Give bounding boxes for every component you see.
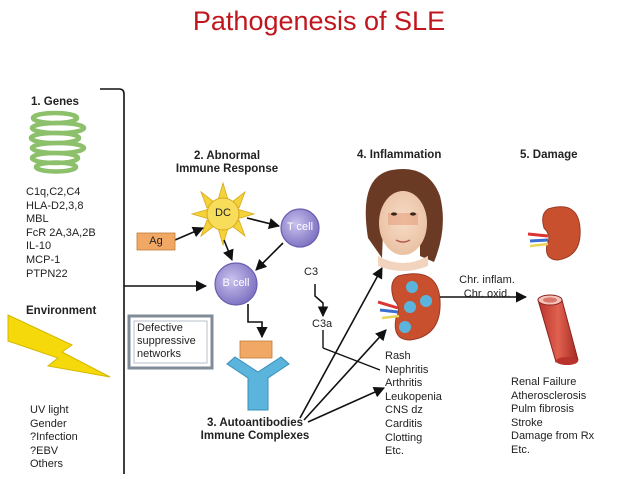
- genes-bracket: [100, 88, 125, 474]
- arrow-dc-bcell: [223, 239, 234, 262]
- damage-item: Damage from Rx: [511, 430, 595, 443]
- gene-item: C1q,C2,C4: [26, 186, 81, 198]
- inflammation-item: CNS dz: [385, 404, 423, 417]
- gene-item: MBL: [26, 213, 49, 226]
- damage-heading: 5. Damage: [520, 149, 578, 161]
- b-cell-label: B cell: [222, 277, 250, 289]
- inflammation-item: Etc.: [385, 445, 404, 458]
- inflammation-heading: 4. Inflammation: [357, 149, 442, 161]
- antibody-antigen: [239, 340, 273, 359]
- inflammation-item: Carditis: [385, 417, 423, 430]
- damaged-kidney-icon: [527, 206, 581, 261]
- damage-item: Stroke: [511, 416, 543, 429]
- gene-item: FcR 2A,3A,2B: [26, 226, 96, 239]
- environment-heading: Environment: [26, 305, 97, 317]
- arrow-dc-tcell: [246, 217, 281, 229]
- inflammation-list: Rash Nephritis Arthritis Leukopenia CNS …: [385, 350, 442, 459]
- arrow-to-kidney: [303, 329, 387, 421]
- c3a-label: C3a: [312, 318, 333, 330]
- patient-face-icon: [365, 169, 443, 271]
- ag-label: Ag: [149, 235, 163, 247]
- arrow-c3-c3a: [314, 284, 329, 318]
- damage-item: Renal Failure: [511, 376, 577, 388]
- damage-item: Atherosclerosis: [511, 389, 587, 402]
- abnormal-response-heading: 2. Abnormal Immune Response: [175, 150, 279, 175]
- autoantibodies-heading: 3. Autoantibodies Immune Complexes: [200, 417, 310, 442]
- gene-item: HLA-D2,3,8: [26, 199, 84, 212]
- dc-cell-icon: [190, 181, 256, 247]
- page-title: Pathogenesis of SLE: [192, 6, 446, 36]
- inflamed-kidney-icon: [377, 273, 441, 341]
- t-cell-label: T cell: [286, 221, 314, 233]
- gene-item: PTPN22: [26, 267, 68, 280]
- inflammation-item: Clotting: [385, 431, 423, 444]
- arrow-bcell-antibody: [247, 304, 268, 339]
- lightning-icon: [7, 314, 111, 378]
- arrow-tcell-bcell: [255, 242, 284, 271]
- inflammation-item: Nephritis: [385, 363, 429, 376]
- damage-item: Pulm fibrosis: [511, 403, 574, 416]
- inflammation-item: Arthritis: [385, 377, 423, 390]
- dna-icon: [28, 110, 87, 174]
- c3a-link: [322, 347, 381, 371]
- arrow-ag-dc: [174, 226, 205, 241]
- environment-list: UV light Gender ?Infection ?EBV Others: [30, 404, 78, 472]
- antigen-box: [136, 232, 176, 251]
- defective-networks-text: Defective suppressive networks: [137, 322, 196, 360]
- t-cell-icon: [280, 208, 320, 248]
- defective-networks-box: [127, 314, 214, 370]
- damage-list: Renal Failure Atherosclerosis Pulm fibro…: [511, 376, 594, 458]
- dc-label: DC: [215, 207, 231, 219]
- gene-item: IL-10: [26, 240, 52, 253]
- damage-item: Etc.: [511, 443, 530, 456]
- arrow-to-rash: [307, 387, 386, 423]
- blood-vessel-icon: [537, 294, 579, 365]
- inflammation-item: Rash: [385, 350, 411, 362]
- environment-item: Gender: [30, 417, 67, 430]
- gene-item: MCP-1: [26, 253, 61, 266]
- genes-heading: 1. Genes: [31, 96, 79, 108]
- chronic-labels: Chr. inflam. Chr. oxid.: [459, 274, 515, 300]
- antibody-icon: [226, 356, 290, 411]
- genes-list: C1q,C2,C4 HLA-D2,3,8 MBL FcR 2A,3A,2B IL…: [26, 186, 96, 281]
- c3-label: C3: [304, 266, 319, 278]
- environment-item: Others: [30, 458, 64, 471]
- b-cell-icon: [214, 262, 258, 306]
- inflammation-item: Leukopenia: [385, 390, 442, 403]
- environment-item: UV light: [30, 404, 69, 416]
- environment-item: ?EBV: [30, 444, 59, 457]
- environment-item: ?Infection: [30, 431, 78, 444]
- arrow-to-face: [299, 267, 383, 419]
